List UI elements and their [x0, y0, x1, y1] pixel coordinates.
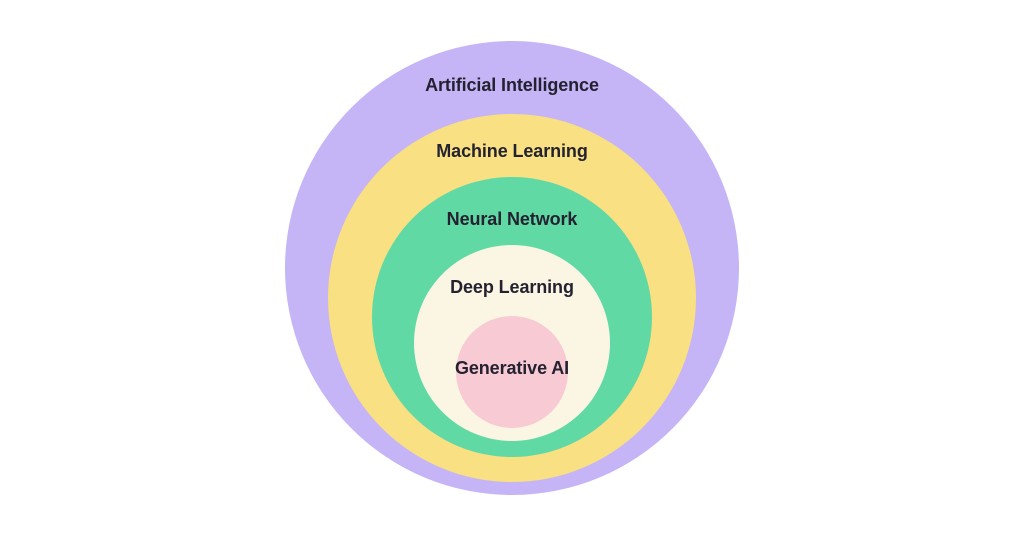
circle-generative-ai	[456, 316, 568, 428]
label-generative-ai: Generative AI	[454, 358, 570, 378]
label-machine-learning: Machine Learning	[436, 141, 588, 161]
label-deep-learning: Deep Learning	[450, 277, 574, 297]
label-neural-network: Neural Network	[446, 209, 578, 229]
label-artificial-intelligence: Artificial Intelligence	[425, 75, 599, 95]
